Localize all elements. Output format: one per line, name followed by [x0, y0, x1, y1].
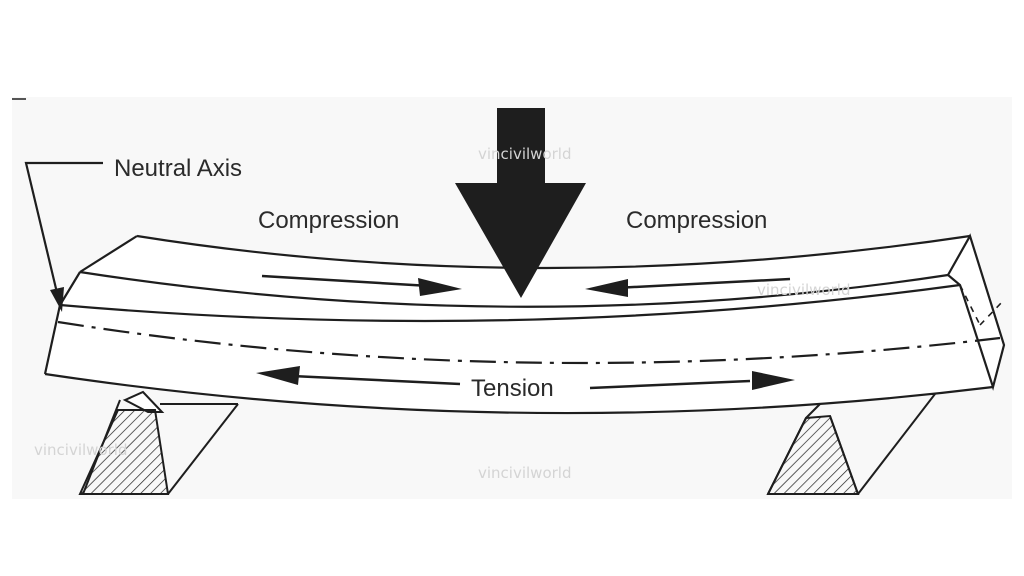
compression-label-left: Compression	[258, 207, 399, 234]
watermark: vincivilworld	[34, 441, 127, 459]
tension-arrow-left	[256, 366, 461, 386]
load-arrow	[455, 108, 586, 298]
neutral-axis-line	[57, 320, 1001, 365]
compression-arrow-right	[585, 277, 791, 297]
tension-label: Tension	[471, 375, 554, 402]
watermark: vincivilworld	[478, 145, 571, 163]
watermark: vincivilworld	[757, 281, 850, 299]
neutral-axis-label: Neutral Axis	[114, 155, 242, 182]
tension-arrow-right	[589, 371, 795, 390]
compression-label-right: Compression	[626, 207, 767, 234]
left-support	[78, 390, 239, 495]
watermark: vincivilworld	[478, 464, 571, 482]
beam-end-face	[946, 233, 1006, 391]
neutral-axis-leader	[24, 161, 103, 312]
compression-arrow-left	[261, 274, 462, 296]
